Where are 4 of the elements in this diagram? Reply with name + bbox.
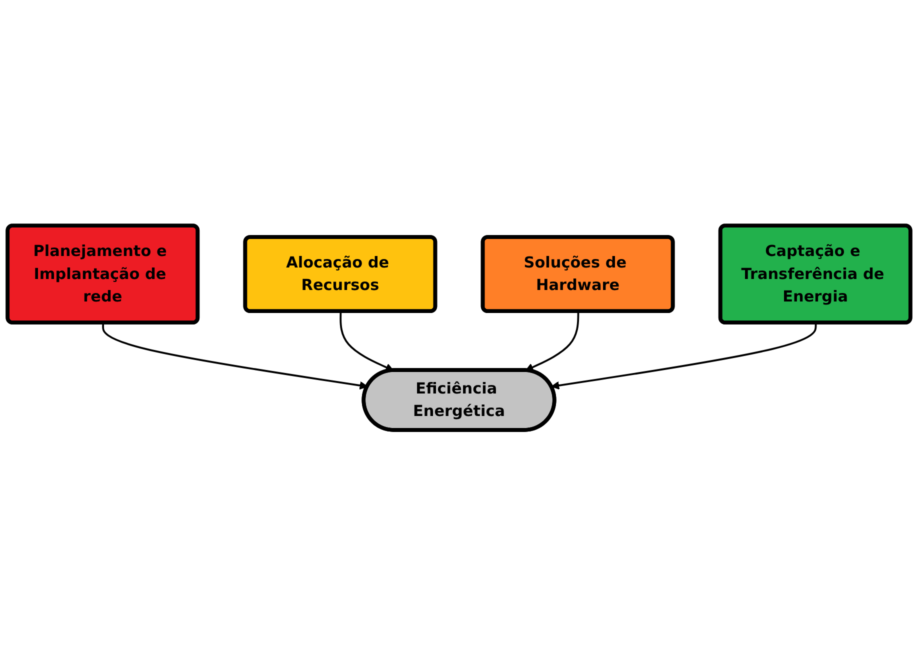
arrow [525, 311, 580, 371]
arrow [551, 322, 817, 390]
arrow [340, 311, 394, 371]
arrow [102, 322, 368, 390]
